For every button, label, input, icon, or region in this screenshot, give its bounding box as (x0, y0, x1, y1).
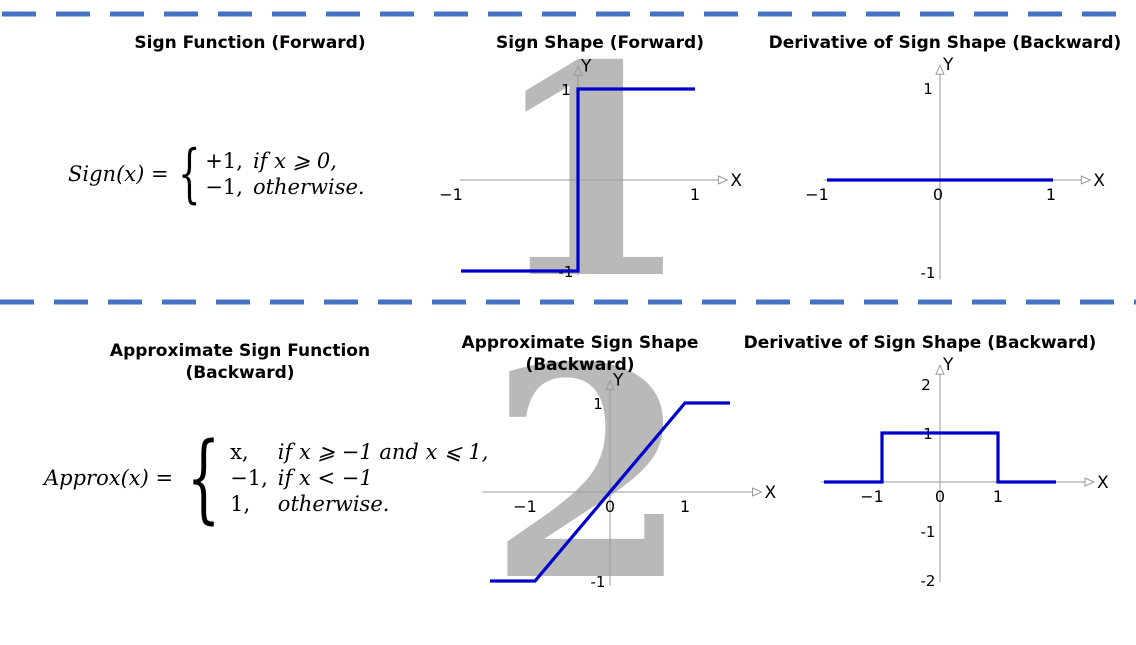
sign-formula-lhs: Sign(x) = (68, 162, 169, 186)
formula-case-row: 1, otherwise. (228, 491, 496, 517)
title-approx-shape: Approximate Sign Shape (Backward) (461, 333, 699, 375)
case-value: +1, (205, 149, 243, 173)
case-condition: if x ⩾ −1 and x ⩽ 1, (277, 440, 489, 464)
case-condition: if x ⩾ 0, (252, 149, 337, 173)
title-sign-shape: Sign Shape (Forward) (496, 33, 704, 53)
series-line (490, 401, 730, 583)
y-tick-label: 1 (593, 395, 603, 413)
approx-formula-cases: x, if x ⩾ −1 and x ⩽ 1, −1, if x < −1 1,… (228, 439, 496, 517)
y-tick-label: 1 (923, 80, 933, 98)
y-axis-label: Y (942, 55, 954, 75)
y-axis-label: Y (942, 355, 954, 375)
sign-formula-cases: +1, if x ⩾ 0, −1, otherwise. (203, 148, 372, 200)
x-arrow-icon (1084, 477, 1096, 487)
title-sign-function: Sign Function (Forward) (134, 33, 366, 53)
case-condition: otherwise. (277, 492, 390, 516)
y-tick-label: -1 (921, 264, 936, 282)
series-line (461, 87, 695, 273)
approx-formula: Approx(x) = { x, if x ⩾ −1 and x ⩽ 1, −1… (44, 430, 496, 526)
x-tick-label: −1 (805, 185, 829, 204)
x-tick-label: 1 (993, 487, 1003, 506)
x-axis-label: X (765, 483, 777, 503)
y-axis-label: Y (580, 56, 592, 76)
case-value: −1, (205, 175, 243, 199)
left-brace-icon: { (186, 422, 221, 534)
y-axis-label: Y (612, 371, 624, 391)
middle-divider (0, 299, 1136, 305)
x-tick-label: −1 (513, 497, 537, 516)
formula-case-row: +1, if x ⩾ 0, (203, 148, 372, 174)
title-approx-derivative: Derivative of Sign Shape (Backward) (743, 333, 1097, 353)
formula-case-row: −1, if x < −1 (228, 465, 496, 491)
left-brace-icon: { (177, 137, 201, 211)
y-tick-label: 2 (921, 376, 931, 394)
x-axis-label: X (730, 171, 742, 191)
title-sign-derivative: Derivative of Sign Shape (Backward) (768, 33, 1122, 53)
y-arrow-icon (935, 63, 945, 75)
top-divider (2, 11, 1136, 17)
case-condition: if x < −1 (277, 466, 373, 490)
x-arrow-icon (752, 487, 763, 497)
section-number-2: 2 (488, 305, 690, 645)
case-value: 1, (230, 492, 251, 516)
x-arrow-icon (1080, 175, 1092, 185)
x-tick-label: 0 (605, 497, 615, 516)
x-tick-label: −1 (439, 185, 463, 204)
x-axis-label: X (1093, 171, 1105, 191)
x-arrow-icon (717, 175, 729, 185)
x-tick-label: −1 (860, 487, 884, 506)
series-line (824, 431, 1056, 484)
approx-formula-lhs: Approx(x) = (44, 466, 174, 490)
x-tick-label: 1 (1046, 185, 1056, 204)
x-tick-label: 1 (690, 185, 700, 204)
x-tick-label: 0 (935, 487, 945, 506)
y-tick-label: -1 (591, 573, 606, 591)
x-tick-label: 0 (933, 185, 943, 204)
sign-formula: Sign(x) = { +1, if x ⩾ 0, −1, otherwise. (68, 142, 373, 206)
case-condition: otherwise. (252, 175, 365, 199)
y-tick-label: -1 (921, 523, 936, 541)
y-arrow-icon (935, 363, 945, 375)
case-value: −1, (230, 466, 268, 490)
y-arrow-icon (573, 65, 583, 76)
case-value: x, (230, 440, 249, 464)
x-axis-label: X (1097, 473, 1109, 493)
title-approx-function: Approximate Sign Function (Backward) (109, 341, 371, 383)
y-tick-label: 1 (561, 81, 571, 99)
x-tick-label: 1 (680, 497, 690, 516)
formula-case-row: −1, otherwise. (203, 174, 372, 200)
y-arrow-icon (605, 379, 615, 391)
y-tick-label: -2 (921, 572, 936, 590)
formula-case-row: x, if x ⩾ −1 and x ⩽ 1, (228, 439, 496, 465)
